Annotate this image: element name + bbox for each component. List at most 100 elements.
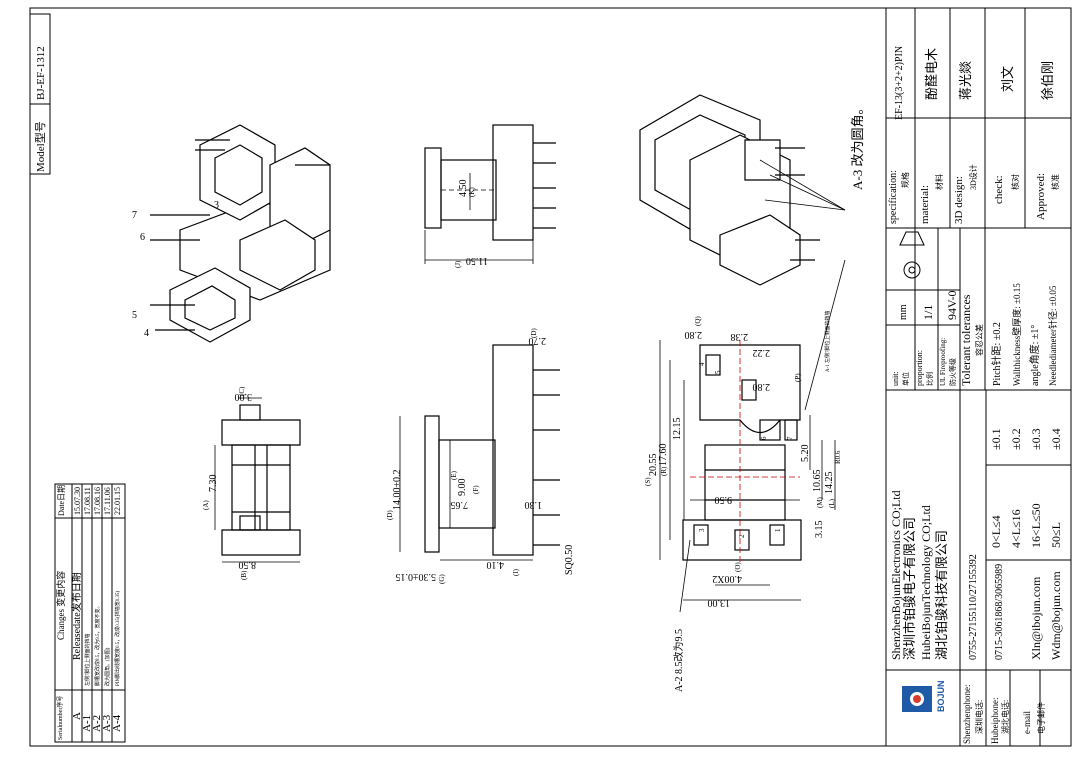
contact-sz-label: Shenzhenphone: bbox=[962, 685, 972, 744]
dim-3-15: 3.15 bbox=[814, 521, 825, 539]
change-row-2-date: 17.08.16 bbox=[93, 487, 102, 515]
dim-5-30: 5.30±0.15 bbox=[396, 571, 437, 582]
dim-label-M: (M) bbox=[816, 496, 824, 508]
changes-header-serial: Serialnumber序号 bbox=[56, 696, 64, 740]
side-view-center bbox=[399, 344, 560, 561]
dim-label-C: (C) bbox=[238, 386, 246, 396]
tol-value-2: ±0.3 bbox=[1029, 428, 1043, 450]
changes-header-content: Changes 变更内容 bbox=[55, 571, 66, 640]
dim-sq0-50: SQ0.50 bbox=[564, 545, 575, 575]
unit-cn: 单位 bbox=[901, 372, 910, 386]
check-label: check: bbox=[993, 175, 1005, 204]
dim-label-K: (K) bbox=[468, 187, 476, 197]
dim-label-S: (S) bbox=[644, 477, 652, 486]
dim-11-50: 11.50 bbox=[466, 255, 488, 266]
dim-label-D2: (D) bbox=[530, 328, 538, 338]
dim-label-R: (R) bbox=[660, 466, 668, 476]
proportion-label: proportion: bbox=[915, 350, 924, 386]
tol-range-3: 50≤L bbox=[1049, 522, 1063, 548]
change-row-3-serial: A-3 bbox=[101, 714, 113, 732]
dim-label-D: (D) bbox=[386, 510, 394, 520]
changes-table: Serialnumber序号 Changes 变更内容 Date日期 A Rel… bbox=[54, 483, 126, 743]
title-block bbox=[885, 7, 1072, 747]
unit-value: mm bbox=[898, 304, 909, 320]
pin-bottom-1: 1 bbox=[774, 528, 782, 532]
contact-sz-cn: 深圳电话: bbox=[974, 700, 984, 734]
approved-cn: 核准 bbox=[1050, 174, 1060, 190]
company-sz-cn: 深圳市铂骏电子有限公司 bbox=[902, 517, 917, 660]
dim-label-L: (L) bbox=[828, 498, 836, 508]
pitch: Pitch针距: ±0.2 bbox=[990, 322, 1003, 386]
dim-label-J: (J) bbox=[454, 260, 462, 268]
design-cn: 3D设计 bbox=[968, 164, 978, 190]
contact-mail-value: Xln@ibojun.com bbox=[1029, 576, 1043, 660]
spec-label: specification: bbox=[888, 170, 899, 224]
dim-5-20: 5.20 bbox=[800, 445, 811, 463]
tol-range-1: 4<L≤16 bbox=[1009, 509, 1023, 548]
company-hb-cn: 湖北铂骏科技有限公司 bbox=[934, 530, 949, 660]
dim-14-00: 14.00±0.2 bbox=[392, 470, 403, 511]
dim-9-00: 9.00 bbox=[457, 479, 468, 497]
dim-label-Q: (Q) bbox=[694, 316, 702, 326]
model-value: BJ-EF-1312 bbox=[35, 46, 47, 100]
bottom-view bbox=[659, 259, 846, 601]
pin-label-7: 7 bbox=[132, 210, 137, 221]
dim-10-65: 10.65 bbox=[812, 470, 823, 493]
contact-hb-value: 0715-3061868/3065989 bbox=[994, 564, 1005, 660]
tol-range-2: 16<L≤50 bbox=[1029, 503, 1043, 548]
change-row-0-serial: A bbox=[71, 712, 83, 720]
material-label: material: bbox=[919, 185, 931, 224]
pin-bottom-6: 6 bbox=[760, 436, 768, 440]
fire-value: 94V-0 bbox=[945, 290, 959, 320]
dim-label-G: (G) bbox=[438, 574, 446, 584]
side-view-top bbox=[424, 124, 556, 264]
tol-value-3: ±0.4 bbox=[1049, 428, 1063, 450]
dim-2-38: 2.38 bbox=[731, 331, 749, 342]
pin-label-5: 5 bbox=[132, 310, 137, 321]
front-view-left bbox=[214, 397, 301, 563]
pin-bottom-5: 5 bbox=[714, 370, 722, 374]
dim-2-80b: 2.80 bbox=[753, 381, 771, 392]
change-row-4-content: PIN脚出线槽宽度0.5，改成0.35(挡墙宽0.35) bbox=[114, 591, 121, 686]
tol-value-1: ±0.2 bbox=[1009, 428, 1023, 450]
change-row-1-serial: A-1 bbox=[81, 715, 93, 732]
change-row-3-content: 改为圆角。(加图) bbox=[104, 647, 111, 686]
tol-title: Tolerant tolerances bbox=[959, 294, 973, 386]
pin-bottom-3: 3 bbox=[698, 528, 706, 532]
dim-9-50: 9.50 bbox=[715, 494, 733, 505]
dim-label-I: (I) bbox=[512, 568, 520, 576]
dim-7-30: 7.30 bbox=[208, 475, 219, 493]
change-row-1-content: 左侧7脚位上侧面的挡墙 bbox=[84, 633, 91, 686]
dim-7-65: 7.65 bbox=[451, 499, 469, 510]
dim-label-P: (P) bbox=[794, 373, 802, 382]
dim-label-O: (O) bbox=[734, 562, 742, 572]
change-row-4-date: 22.01.15 bbox=[113, 487, 122, 515]
tol-range-0: 0<L≤4 bbox=[989, 515, 1003, 548]
angle: angle角度: ±1° bbox=[1028, 325, 1041, 386]
change-row-0-content: Releasedate发布日期 bbox=[70, 572, 83, 660]
contact-hb-label: Hubeiphone: bbox=[990, 698, 1000, 745]
proportion-value: 1/1 bbox=[921, 305, 935, 320]
tol-value-0: ±0.1 bbox=[989, 428, 1003, 450]
fire-cn: 防火等级 bbox=[948, 358, 957, 386]
contact-mail-cn: 电子邮件 bbox=[1036, 702, 1046, 734]
dim-3-00: 3.00 bbox=[235, 391, 253, 402]
projection-symbol bbox=[899, 231, 925, 279]
pin-bottom-7: 7 bbox=[786, 436, 794, 440]
design-value: 蒋光燚 bbox=[958, 61, 973, 100]
dim-r0-6: R0.6 bbox=[834, 450, 842, 464]
fire-label: UL Fireproofing: bbox=[939, 338, 947, 386]
spec-cn: 规格 bbox=[900, 172, 910, 188]
model-label: Model型号 bbox=[33, 121, 47, 172]
iso-view-right bbox=[639, 94, 846, 286]
change-row-4-serial: A-4 bbox=[111, 714, 123, 732]
dim-label-B: (B) bbox=[240, 570, 248, 580]
dim-label-A: (A) bbox=[202, 500, 210, 510]
check-cn: 核对 bbox=[1010, 174, 1020, 190]
bojun-logo: BOJUN bbox=[902, 680, 946, 712]
pin-label-3: 3 bbox=[214, 200, 219, 211]
dim-4-00x2: 4.00X2 bbox=[712, 573, 742, 584]
unit-label: unit: bbox=[891, 371, 900, 386]
contact-sz-value: 0755-27155110/27155392 bbox=[968, 554, 979, 660]
